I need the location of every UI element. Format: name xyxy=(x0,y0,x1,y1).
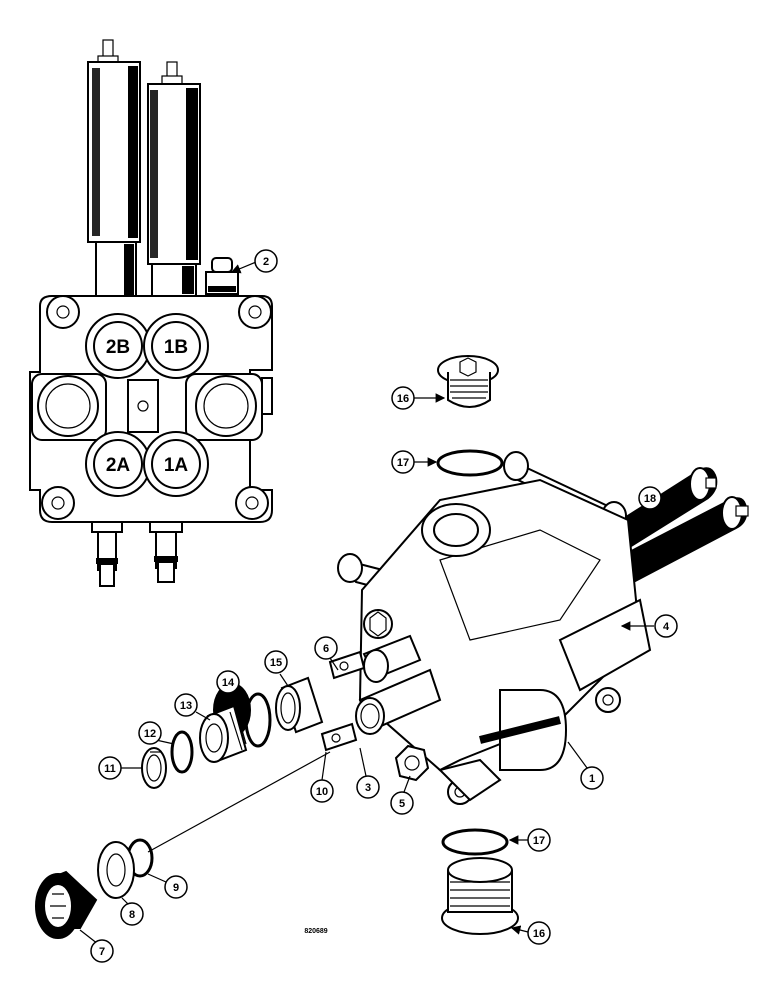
svg-text:8: 8 xyxy=(129,909,135,921)
callout-16-top: 16 xyxy=(391,386,446,410)
svg-text:10: 10 xyxy=(316,786,328,798)
callout-11: 11 xyxy=(98,756,142,780)
svg-text:12: 12 xyxy=(144,728,156,740)
o-ring-17-top xyxy=(436,449,504,477)
callout-7: 7 xyxy=(79,929,114,963)
bushing-15 xyxy=(275,676,324,734)
callout-17-bottom: 17 xyxy=(508,828,551,852)
port-label-2b: 2B xyxy=(106,337,130,358)
callout-18: 18 xyxy=(631,486,662,529)
callout-6: 6 xyxy=(314,636,339,671)
svg-text:18: 18 xyxy=(644,493,656,505)
callout-1: 1 xyxy=(567,741,604,790)
callout-8: 8 xyxy=(120,897,144,926)
o-ring-17-bottom xyxy=(441,828,509,856)
callout-14: 14 xyxy=(216,670,251,701)
port-label-2a: 2A xyxy=(106,455,131,476)
gland-13 xyxy=(199,683,251,763)
callout-17-top: 17 xyxy=(391,450,438,474)
plug-16-bottom xyxy=(441,857,519,935)
callout-4: 4 xyxy=(620,614,678,638)
port-label-1b: 1B xyxy=(164,337,188,358)
seal-11 xyxy=(141,747,167,789)
valve-body-isometric xyxy=(320,451,749,805)
spool-cylinder-left xyxy=(87,39,141,298)
spool-ends-bottom xyxy=(91,521,183,587)
plug-16-top xyxy=(437,355,499,408)
svg-text:3: 3 xyxy=(365,782,371,794)
explode-axis-line xyxy=(147,751,331,853)
svg-text:9: 9 xyxy=(173,882,179,894)
callout-13: 13 xyxy=(174,693,211,721)
svg-text:1: 1 xyxy=(589,773,595,785)
ring-12 xyxy=(170,730,194,774)
svg-text:17: 17 xyxy=(397,457,409,469)
svg-text:14: 14 xyxy=(222,677,235,689)
svg-text:4: 4 xyxy=(663,621,670,633)
port-label-1a: 1A xyxy=(164,455,189,476)
callout-12: 12 xyxy=(138,721,175,745)
washer-8 xyxy=(97,841,135,899)
valve-body-front xyxy=(29,295,273,523)
callout-15: 15 xyxy=(264,650,289,687)
svg-text:11: 11 xyxy=(104,763,116,775)
svg-text:7: 7 xyxy=(99,946,105,958)
svg-text:13: 13 xyxy=(180,700,192,712)
callout-3: 3 xyxy=(356,747,380,799)
callout-2: 2 xyxy=(230,249,278,274)
figure-reference-number: 820689 xyxy=(304,928,327,935)
svg-text:5: 5 xyxy=(399,798,405,810)
callout-16-bottom: 16 xyxy=(510,921,551,945)
svg-text:16: 16 xyxy=(397,393,409,405)
cap-7 xyxy=(35,870,98,939)
relief-fitting xyxy=(205,257,239,295)
assembled-valve-front-view: 2B 1B 2A 1A xyxy=(29,39,273,587)
svg-text:16: 16 xyxy=(533,928,545,940)
callout-5: 5 xyxy=(390,775,414,815)
spool-cylinder-right xyxy=(147,61,201,297)
svg-text:6: 6 xyxy=(323,643,329,655)
svg-text:17: 17 xyxy=(533,835,545,847)
svg-text:2: 2 xyxy=(263,256,269,268)
callout-9: 9 xyxy=(147,873,188,899)
svg-text:15: 15 xyxy=(270,657,282,669)
callout-10: 10 xyxy=(310,751,334,803)
